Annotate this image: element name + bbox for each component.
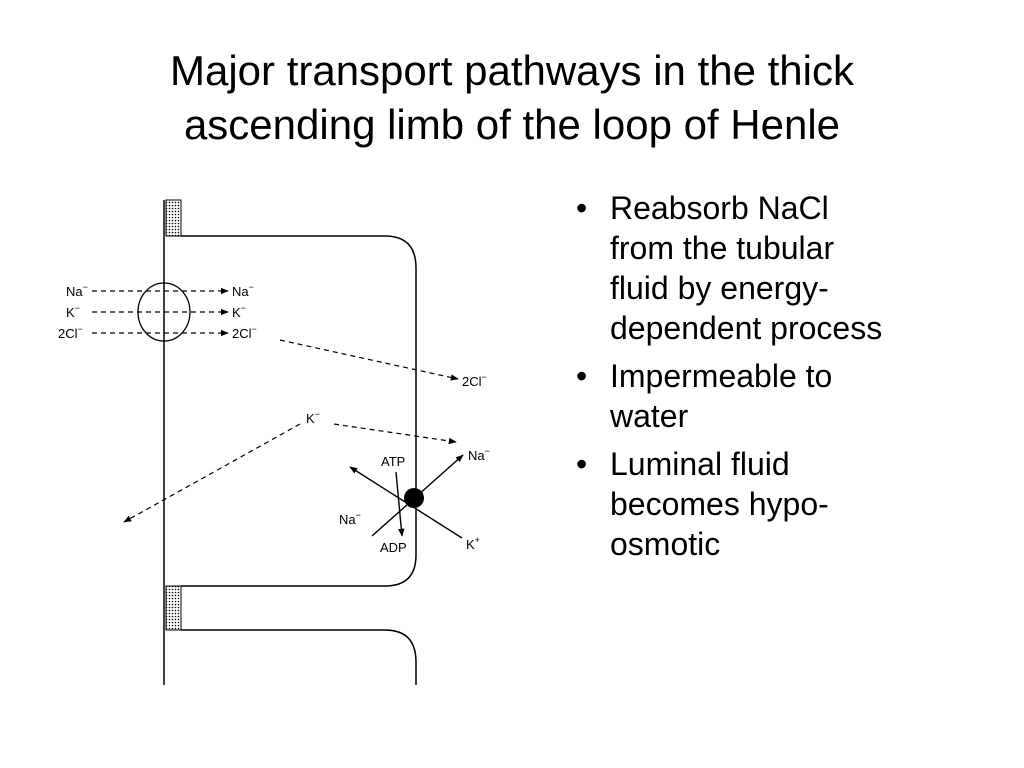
label-cl-cell: 2Cl− bbox=[232, 324, 257, 341]
arrow-na-basolateral bbox=[333, 423, 457, 445]
label-k-leak: K− bbox=[306, 409, 320, 426]
arrow-atp-adp bbox=[395, 471, 405, 537]
bullet-marker-icon: • bbox=[576, 358, 588, 394]
tight-junction-bottom bbox=[165, 585, 182, 631]
bullet-1-line-4: dependent process bbox=[610, 310, 883, 346]
lower-cell-outline bbox=[181, 629, 417, 685]
bullet-marker-icon: • bbox=[576, 190, 588, 226]
label-k-pump: K+ bbox=[466, 535, 480, 552]
bullet-3-line-1: Luminal fluid bbox=[610, 446, 790, 482]
title-line-2: ascending limb of the loop of Henle bbox=[183, 101, 841, 148]
title-line-1: Major transport pathways in the thick bbox=[170, 47, 854, 94]
tight-junction-top bbox=[165, 199, 182, 237]
bullet-3-line-3: osmotic bbox=[610, 526, 721, 562]
label-cl-lumen: 2Cl− bbox=[58, 324, 83, 341]
bullet-3-line-2: becomes hypo- bbox=[610, 486, 829, 522]
arrow-cl-exit bbox=[279, 339, 459, 381]
bullet-marker-icon: • bbox=[576, 446, 588, 482]
slide-title: Major transport pathways in the thick as… bbox=[60, 44, 964, 152]
cell-outline bbox=[181, 235, 417, 587]
label-atp: ATP bbox=[381, 454, 405, 469]
label-cl-interstitium: 2Cl− bbox=[462, 372, 487, 389]
label-na-lumen: Na− bbox=[66, 282, 88, 299]
arrow-k-leak bbox=[123, 423, 301, 523]
bullet-1-line-2: from the tubular bbox=[610, 230, 835, 266]
bullet-1-line-3: fluid by energy- bbox=[610, 270, 829, 306]
bullet-2-line-2: water bbox=[610, 398, 689, 434]
label-adp: ADP bbox=[380, 540, 407, 555]
arrow-na-pump-out bbox=[371, 454, 464, 537]
bullet-2-line-1: Impermeable to bbox=[610, 358, 833, 394]
arrow-k-pump-in bbox=[349, 466, 463, 539]
bullet-item-3: • Luminal fluid becomes hypo- osmotic bbox=[574, 444, 1004, 564]
label-na-pump-out: Na− bbox=[468, 446, 490, 463]
bullet-item-2: • Impermeable to water bbox=[574, 356, 1004, 436]
bullet-list: • Reabsorb NaCl from the tubular fluid b… bbox=[574, 188, 1004, 572]
label-na-cell: Na− bbox=[232, 282, 254, 299]
label-na-pump-in: Na− bbox=[339, 510, 361, 527]
label-k-cell: K− bbox=[232, 303, 246, 320]
label-k-lumen: K− bbox=[66, 303, 80, 320]
bullet-item-1: • Reabsorb NaCl from the tubular fluid b… bbox=[574, 188, 1004, 348]
bullet-1-line-1: Reabsorb NaCl bbox=[610, 190, 829, 226]
